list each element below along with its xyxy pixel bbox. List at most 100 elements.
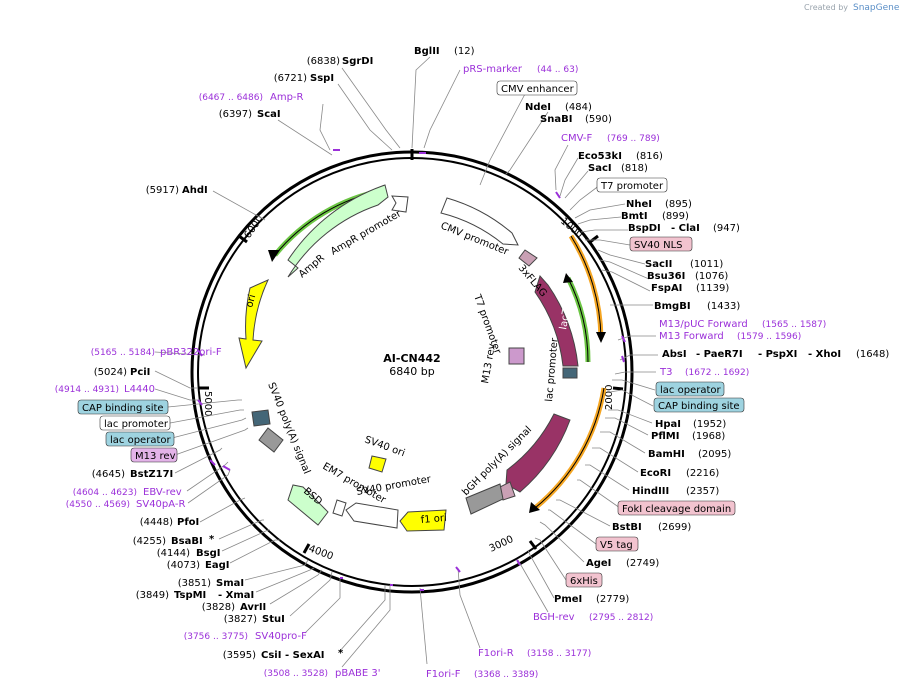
orf-arc-1-line — [570, 235, 602, 339]
site-bamhi: BamHI — [648, 449, 685, 460]
site-hindiii-pos: (2357) — [686, 486, 719, 497]
site-bmgbi: BmgBI — [654, 301, 691, 312]
site-bspdi: BspDI — [628, 223, 661, 234]
site-ecori: EcoRI — [640, 468, 671, 479]
site-ndei-pos: (484) — [565, 102, 592, 113]
leader-lines — [154, 56, 658, 668]
label-f1-ori: f1 ori — [420, 513, 447, 526]
primer-prs-marker-pos: (44 .. 63) — [537, 65, 578, 75]
site-bsabi-star: * — [209, 534, 215, 545]
primer-prs-marker: pRS-marker — [463, 64, 523, 75]
feature-lac-op-left — [251, 409, 271, 427]
primer-m13fwd: M13 Forward — [659, 331, 724, 342]
site-nhei-pos: (895) — [665, 199, 692, 210]
label-m13rev-left: M13 rev — [135, 451, 176, 462]
label-cap-right: CAP binding site — [658, 401, 740, 412]
box-lacop-right — [655, 381, 725, 397]
site-bsu36i: Bsu36I — [647, 271, 685, 282]
label-ori: ori — [244, 293, 258, 308]
label-6xhis: 6xHis — [570, 576, 598, 587]
site-ndei: NdeI — [525, 102, 551, 113]
site-ecori-pos: (2216) — [686, 468, 719, 479]
label-cmv-enhancer: CMV enhancer — [501, 84, 575, 95]
site-bsgi-pos: (4144) — [157, 548, 190, 559]
site-bamhi-pos: (2095) — [698, 449, 731, 460]
label-lacprom-left: lac promoter — [104, 419, 169, 430]
site-pfoi-pos: (4448) — [140, 517, 173, 528]
site-bmti-pos: (899) — [662, 211, 689, 222]
plasmid-size: 6840 bp — [389, 365, 434, 378]
site-smai: SmaI — [216, 578, 244, 589]
orf-arc-2-line — [534, 387, 605, 509]
feature-m13-rev-inner — [508, 347, 525, 365]
primer-bghrev-pos: (2795 .. 2812) — [589, 613, 653, 623]
primer-pbr322: pBR322ori-F — [160, 347, 222, 358]
feature-sv40-promoter — [345, 502, 399, 529]
site-stui-pos: (3827) — [224, 614, 257, 625]
feature-f1-ori — [399, 509, 447, 532]
label-lac-promoter: lac promoter — [544, 337, 561, 403]
feature-lacz-alpha — [534, 275, 579, 367]
primer-sv40par: SV40pA-R — [136, 499, 185, 510]
site-nhei: NheI — [626, 199, 652, 210]
label-m13-rev: M13 rev — [480, 343, 498, 385]
box-cap-left — [77, 399, 169, 415]
site-pflmi: PflMI — [651, 431, 679, 442]
site-bglii: BglII — [414, 46, 440, 57]
tick-3000: 3000 — [488, 534, 516, 555]
site-smai-pos: (3851) — [178, 578, 211, 589]
feature-ampr — [287, 184, 389, 278]
primer-pbr322-pos: (5165 .. 5184) — [91, 348, 155, 358]
site-bstbi-pos: (2699) — [658, 522, 691, 533]
site-sacii-pos: (1011) — [690, 259, 723, 270]
primer-sv40pro-pos: (3756 .. 3775) — [184, 632, 248, 642]
site-fspai: FspAI — [651, 283, 682, 294]
site-agei-pos: (2749) — [626, 558, 659, 569]
site-hindiii: HindIII — [632, 486, 669, 497]
label-cap-left: CAP binding site — [82, 403, 164, 414]
label-lacop-right: lac operator — [660, 385, 721, 396]
site-absi: AbsI — [662, 349, 687, 360]
site-saci-pos: (818) — [621, 163, 648, 174]
label-sv40-nls: SV40 NLS — [634, 240, 683, 251]
primer-m13puc: M13/pUC Forward — [659, 319, 748, 330]
scale-ticks — [199, 149, 624, 554]
site-bstz17i: BstZ17I — [130, 469, 173, 480]
site-absi-pos: (1648) — [856, 349, 889, 360]
primer-pbabe3-pos: (3508 .. 3528) — [264, 669, 328, 679]
site-agei: AgeI — [586, 558, 611, 569]
site-bsabi: BsaBI — [171, 536, 203, 547]
primer-bghrev: BGH-rev — [533, 612, 575, 623]
label-lacop-left: lac operator — [110, 435, 171, 446]
site-paer7i: - PaeR7I — [696, 349, 743, 360]
feature-bgh-polya — [505, 413, 571, 493]
site-tspmi-xmai: - XmaI — [218, 590, 254, 601]
feature-grey-block-2 — [258, 427, 284, 453]
site-tspmi-pos: (3849) — [136, 590, 169, 601]
site-pfoi: PfoI — [177, 517, 199, 528]
box-v5-tag — [595, 536, 639, 552]
site-bmgbi-pos: (1433) — [707, 301, 740, 312]
box-cmv-enhancer — [496, 80, 578, 96]
box-t7-promoter — [596, 177, 668, 193]
site-bsabi-pos: (4255) — [133, 536, 166, 547]
primer-cmvf: CMV-F — [561, 133, 592, 144]
box-m13rev-left — [130, 447, 178, 463]
site-csii-star: * — [338, 648, 344, 659]
primer-pbabe3: pBABE 3' — [335, 668, 381, 679]
primer-marks — [197, 149, 626, 591]
site-bglii-pos: (12) — [454, 46, 475, 57]
label-sv40-ori: SV40 ori — [363, 434, 406, 459]
plasmid-name: AI-CN442 — [383, 352, 440, 365]
label-t7-promoter-box: T7 promoter — [600, 181, 664, 192]
label-lacz-alpha: lacZα — [558, 301, 574, 331]
site-bsu36i-pos: (1076) — [695, 271, 728, 282]
site-csii-pos: (3595) — [223, 650, 256, 661]
site-bspdi-clai: - ClaI — [671, 223, 700, 234]
site-fspai-pos: (1139) — [696, 283, 729, 294]
watermark-created-by: Created by — [804, 3, 848, 12]
feature-sv40-ori — [368, 455, 387, 473]
primer-f1orif: F1ori-F — [426, 669, 461, 680]
feature-lac-op-inner — [562, 367, 578, 379]
site-sspi: SspI — [310, 73, 334, 84]
